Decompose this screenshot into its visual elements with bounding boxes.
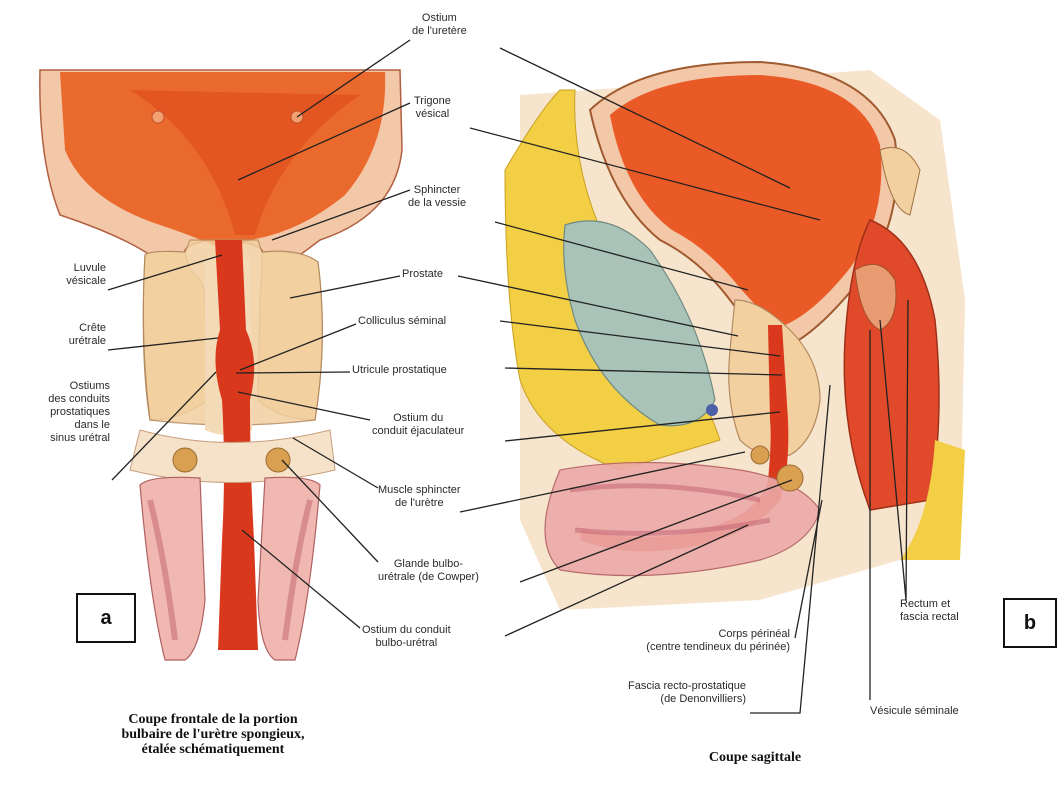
label-fascia-recto-prostatique: Fascia recto-prostatique (de Denonvillie…: [560, 680, 746, 706]
label-colliculus-seminal: Colliculus séminal: [358, 315, 446, 328]
label-crete-urethrale: Crête urétrale: [46, 322, 106, 348]
panel-tag-a: a: [76, 593, 136, 643]
label-corps-perineal: Corps périnéal (centre tendineux du péri…: [580, 628, 790, 654]
label-glande-bulbo-urethrale: Glande bulbo- urétrale (de Cowper): [378, 558, 479, 584]
label-trigone-vesical: Trigone vésical: [414, 95, 451, 121]
label-ostium-uretere: Ostium de l'uretère: [412, 12, 467, 38]
label-luvule-vesicale: Luvule vésicale: [46, 262, 106, 288]
label-muscle-sphincter-urethre: Muscle sphincter de l'urètre: [378, 484, 461, 510]
caption-sagittal: Coupe sagittale: [680, 750, 830, 765]
label-ostium-conduit-bulbo-urethral: Ostium du conduit bulbo-urétral: [362, 624, 451, 650]
label-utricule-prostatique: Utricule prostatique: [352, 364, 447, 377]
label-vesicule-seminale: Vésicule séminale: [870, 705, 959, 718]
panel-tag-b: b: [1003, 598, 1057, 648]
frontal-section-illustration: [40, 70, 402, 660]
label-ostium-conduit-ejaculateur: Ostium du conduit éjaculateur: [372, 412, 464, 438]
label-prostate: Prostate: [402, 268, 443, 281]
caption-frontal: Coupe frontale de la portion bulbaire de…: [88, 712, 338, 757]
label-ostiums-conduits-prostatiques: Ostiums des conduits prostatiques dans l…: [20, 380, 110, 445]
label-sphincter-vessie: Sphincter de la vessie: [408, 184, 466, 210]
label-rectum-fascia: Rectum et fascia rectal: [900, 598, 959, 624]
